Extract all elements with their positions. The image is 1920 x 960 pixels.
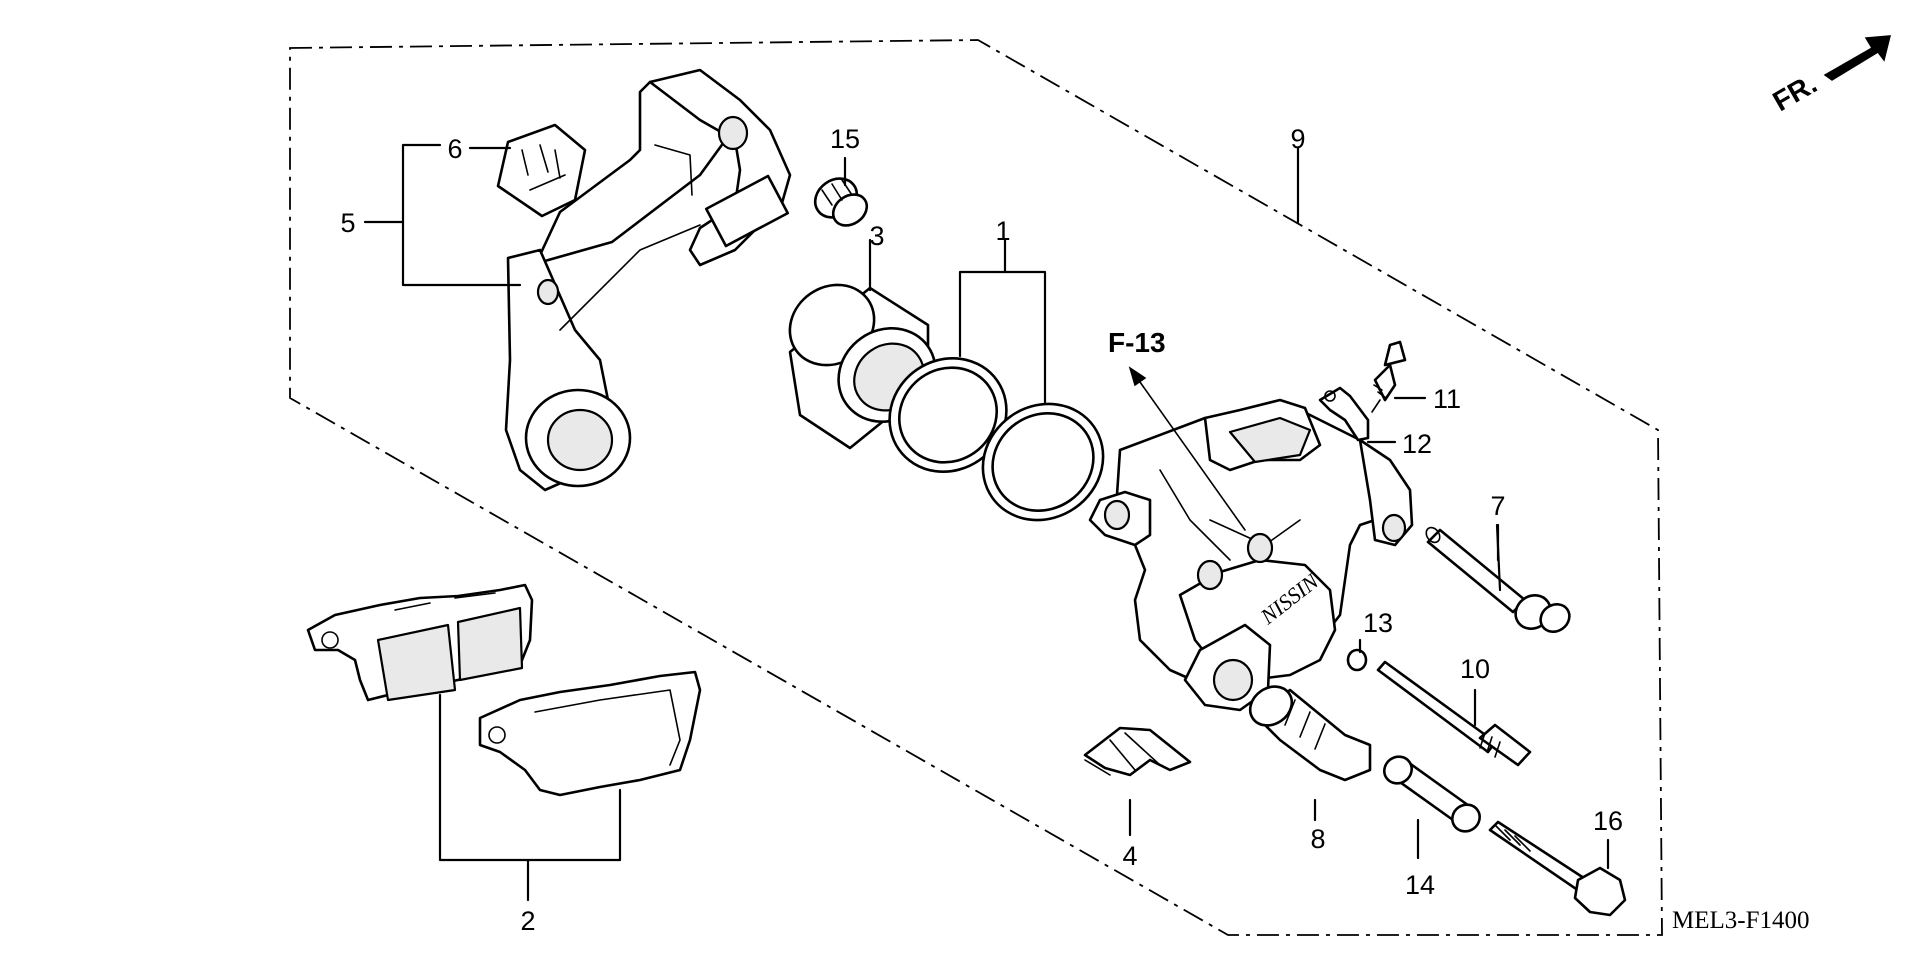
callout-6: 6	[447, 134, 462, 164]
leader-lines	[363, 143, 1610, 902]
pad-pin-clip	[1318, 386, 1370, 442]
pad-pin	[1376, 660, 1532, 767]
bleeder-cap	[813, 177, 869, 227]
bleeder-screw	[1371, 340, 1407, 413]
callout-10: 10	[1460, 654, 1490, 684]
front-direction-arrow: FR.	[1768, 35, 1891, 117]
slide-pin-sleeve	[1383, 755, 1481, 833]
brake-pad-upper	[306, 583, 534, 702]
reference-label: F-13	[1108, 327, 1166, 358]
caliper-body: NISSIN	[1088, 398, 1414, 712]
dust-seal	[981, 402, 1105, 522]
front-direction-label: FR.	[1768, 68, 1823, 117]
callout-16: 16	[1593, 806, 1623, 836]
callout-2: 2	[520, 906, 535, 936]
callout-4: 4	[1122, 841, 1137, 871]
callout-12: 12	[1402, 429, 1432, 459]
callout-13: 13	[1363, 608, 1393, 638]
caliper-bracket	[504, 68, 792, 492]
retainer-ring	[1346, 648, 1368, 672]
callout-11: 11	[1433, 384, 1461, 414]
pad-spring-shim	[496, 123, 587, 218]
callout-3: 3	[869, 221, 884, 251]
piston-seal	[888, 357, 1008, 473]
callout-9: 9	[1290, 124, 1305, 154]
brake-pad-lower	[478, 670, 702, 797]
callout-15: 15	[830, 124, 860, 154]
callout-1: 1	[995, 216, 1010, 246]
pad-spring	[1083, 726, 1192, 777]
diagram-code: MEL3-F1400	[1672, 907, 1810, 934]
callout-7: 7	[1490, 491, 1505, 521]
slide-pin	[1425, 526, 1571, 633]
caliper-bolt	[1488, 820, 1627, 917]
callout-5: 5	[340, 208, 355, 238]
assembly-boundary	[289, 39, 1663, 936]
slide-pin-boot	[1248, 685, 1372, 782]
callout-8: 8	[1310, 824, 1325, 854]
callout-14: 14	[1405, 870, 1435, 900]
